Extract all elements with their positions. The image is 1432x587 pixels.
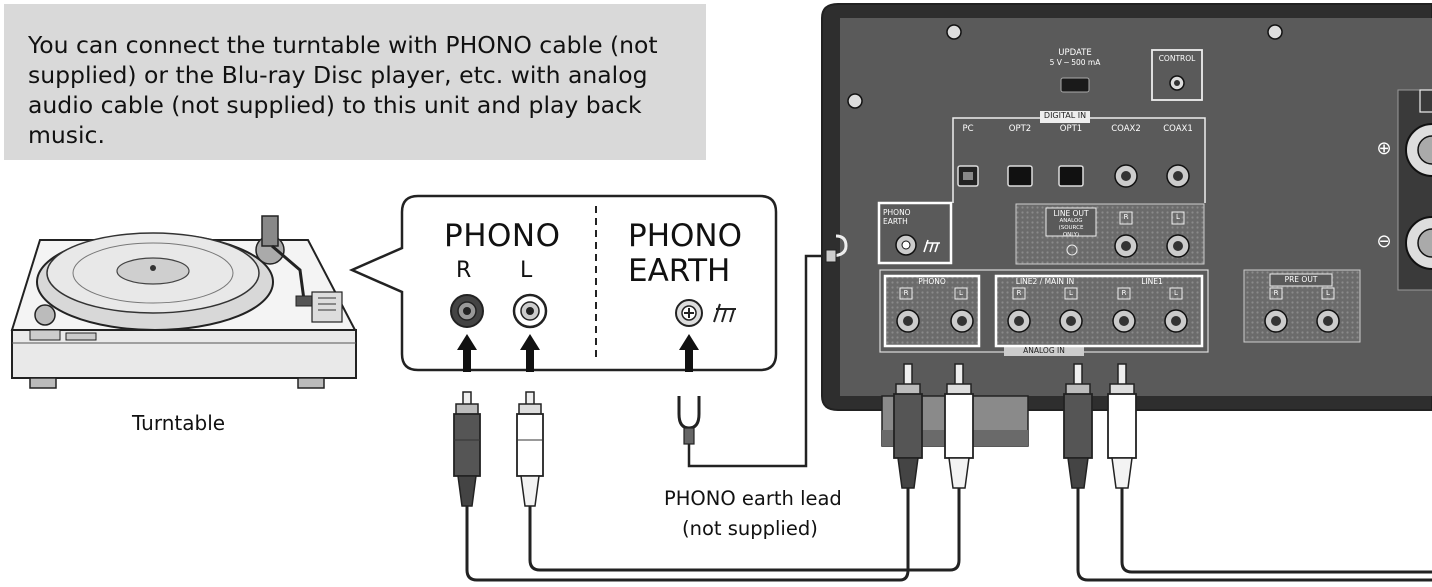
amplifier-rear-panel bbox=[821, 3, 1432, 447]
panel-phono-r-mark: R bbox=[903, 289, 909, 297]
panel-port-opt1: OPT1 bbox=[1059, 124, 1083, 134]
panel-control-label: CONTROL bbox=[1158, 54, 1196, 63]
panel-update-spec: 5 V ─ 500 mA bbox=[1049, 58, 1101, 67]
panel-digital-in-label: DIGITAL IN bbox=[1043, 111, 1087, 120]
panel-line-out-label: LINE OUT bbox=[1053, 209, 1089, 218]
earth-fork-terminal bbox=[677, 254, 830, 468]
callout-earth-title-line2: EARTH bbox=[628, 253, 731, 289]
panel-line2-r-mark: R bbox=[1016, 289, 1022, 297]
panel-minus-mark: ⊖ bbox=[1376, 231, 1392, 252]
panel-cable-plugs bbox=[893, 363, 1137, 489]
panel-line2-label: LINE2 / MAIN IN bbox=[1015, 277, 1075, 286]
panel-port-coax2: COAX2 bbox=[1111, 124, 1141, 134]
panel-pre-out-label: PRE OUT bbox=[1284, 275, 1318, 284]
panel-port-pc: PC bbox=[962, 124, 974, 134]
callout-r-label: R bbox=[456, 258, 472, 283]
panel-update-label: UPDATE bbox=[1058, 48, 1092, 58]
panel-preout-r-mark: R bbox=[1273, 289, 1279, 297]
panel-port-coax1: COAX1 bbox=[1163, 124, 1193, 134]
panel-line1-l-mark: L bbox=[1174, 289, 1178, 297]
panel-phono-l-mark: L bbox=[959, 289, 963, 297]
callout-earth-title-line1: PHONO bbox=[628, 218, 742, 254]
panel-phono-label: PHONO bbox=[918, 277, 946, 286]
turntable-caption: Turntable bbox=[132, 411, 226, 435]
info-note-box: You can connect the turntable with PHONO… bbox=[4, 4, 706, 160]
callout-bubble bbox=[348, 194, 778, 372]
panel-line2-l-mark: L bbox=[1069, 289, 1073, 297]
panel-preout-l-mark: L bbox=[1326, 289, 1330, 297]
panel-analog-in-label: ANALOG IN bbox=[1023, 346, 1065, 355]
earth-lead-caption-line2: (not supplied) bbox=[682, 517, 818, 540]
panel-line1-label: LINE1 bbox=[1141, 277, 1163, 286]
panel-lineout-l-mark: L bbox=[1176, 213, 1180, 221]
earth-lead-caption-line1: PHONO earth lead bbox=[664, 487, 842, 510]
callout-l-label: L bbox=[520, 258, 533, 283]
earth-ground-icon bbox=[713, 303, 736, 323]
phono-cable-plugs bbox=[453, 391, 544, 507]
callout-phono-title: PHONO bbox=[444, 218, 561, 254]
panel-lineout-r-mark: R bbox=[1123, 213, 1129, 221]
panel-port-opt2: OPT2 bbox=[1008, 124, 1032, 134]
panel-plus-mark: ⊕ bbox=[1376, 138, 1392, 159]
info-note-text: You can connect the turntable with PHONO… bbox=[28, 31, 658, 149]
arrow-up-icon bbox=[457, 334, 699, 372]
panel-line-out-sub: ANALOG (SOURCE ONLY) bbox=[1058, 218, 1084, 238]
panel-phono-earth-label: PHONO EARTH bbox=[883, 208, 911, 226]
cable-wires bbox=[465, 488, 1432, 582]
turntable-illustration bbox=[10, 215, 357, 389]
panel-line1-r-mark: R bbox=[1121, 289, 1127, 297]
earth-lead-caption: PHONO earth lead (not supplied) bbox=[664, 484, 842, 544]
